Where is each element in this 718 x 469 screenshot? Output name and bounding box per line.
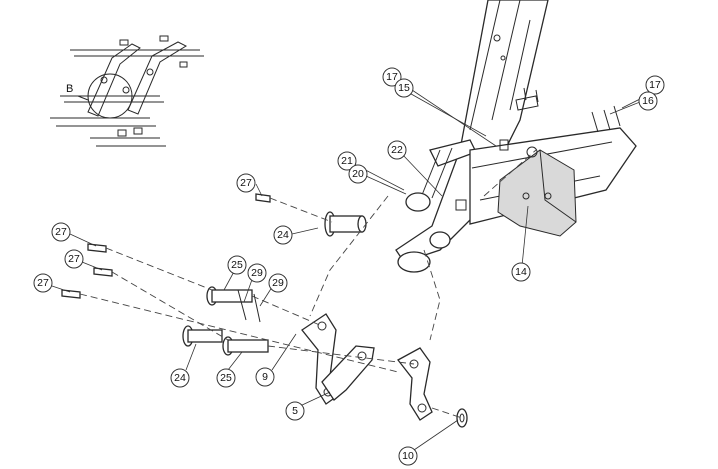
balloon-p9: 9	[255, 367, 275, 387]
svg-text:9: 9	[262, 371, 268, 383]
svg-text:5: 5	[292, 405, 298, 417]
svg-text:17: 17	[386, 71, 398, 83]
balloon-p24b: 24	[170, 368, 190, 388]
svg-text:16: 16	[642, 95, 654, 107]
assembly-lines	[79, 149, 537, 419]
svg-text:27: 27	[68, 253, 80, 265]
mount-frame	[455, 87, 637, 237]
balloon-p24a: 24	[273, 225, 293, 245]
balloon-p5: 5	[285, 401, 305, 421]
overview-thumbnail: B	[50, 35, 204, 147]
svg-text:20: 20	[352, 168, 364, 180]
balloon-p17a: 17	[382, 67, 402, 87]
svg-text:22: 22	[391, 144, 403, 156]
svg-text:24: 24	[174, 372, 186, 384]
balloon-p29b: 29	[268, 273, 288, 293]
balloon-p10: 10	[398, 446, 418, 466]
svg-text:27: 27	[240, 177, 252, 189]
svg-text:27: 27	[37, 277, 49, 289]
balloon-p22: 22	[387, 140, 407, 160]
balloon-p27b: 27	[51, 222, 71, 242]
detail-callout-letter: B	[66, 83, 73, 95]
balloon-p27a: 27	[236, 173, 256, 193]
balloon-p25b: 25	[216, 368, 236, 388]
svg-text:29: 29	[251, 267, 263, 279]
balloon-p29a: 29	[247, 263, 267, 283]
balloon-p25a: 25	[227, 255, 247, 275]
svg-text:29: 29	[272, 277, 284, 289]
balloon-p27d: 27	[33, 273, 53, 293]
loader-boom	[395, 0, 549, 273]
lower-link-assembly	[61, 193, 468, 428]
svg-text:14: 14	[515, 266, 527, 278]
balloon-p16: 16	[638, 91, 658, 111]
balloon-p15: 15	[394, 78, 414, 98]
balloon-p14: 14	[511, 262, 531, 282]
svg-text:25: 25	[231, 259, 243, 271]
svg-text:21: 21	[341, 155, 353, 167]
svg-text:25: 25	[220, 372, 232, 384]
svg-text:24: 24	[277, 229, 289, 241]
balloon-p20: 20	[348, 164, 368, 184]
svg-text:17: 17	[649, 79, 661, 91]
svg-text:15: 15	[398, 82, 410, 94]
balloon-p17b: 17	[645, 75, 665, 95]
svg-text:10: 10	[402, 450, 414, 462]
balloon-p21: 21	[337, 151, 357, 171]
balloon-p27c: 27	[64, 249, 84, 269]
svg-text:27: 27	[55, 226, 67, 238]
